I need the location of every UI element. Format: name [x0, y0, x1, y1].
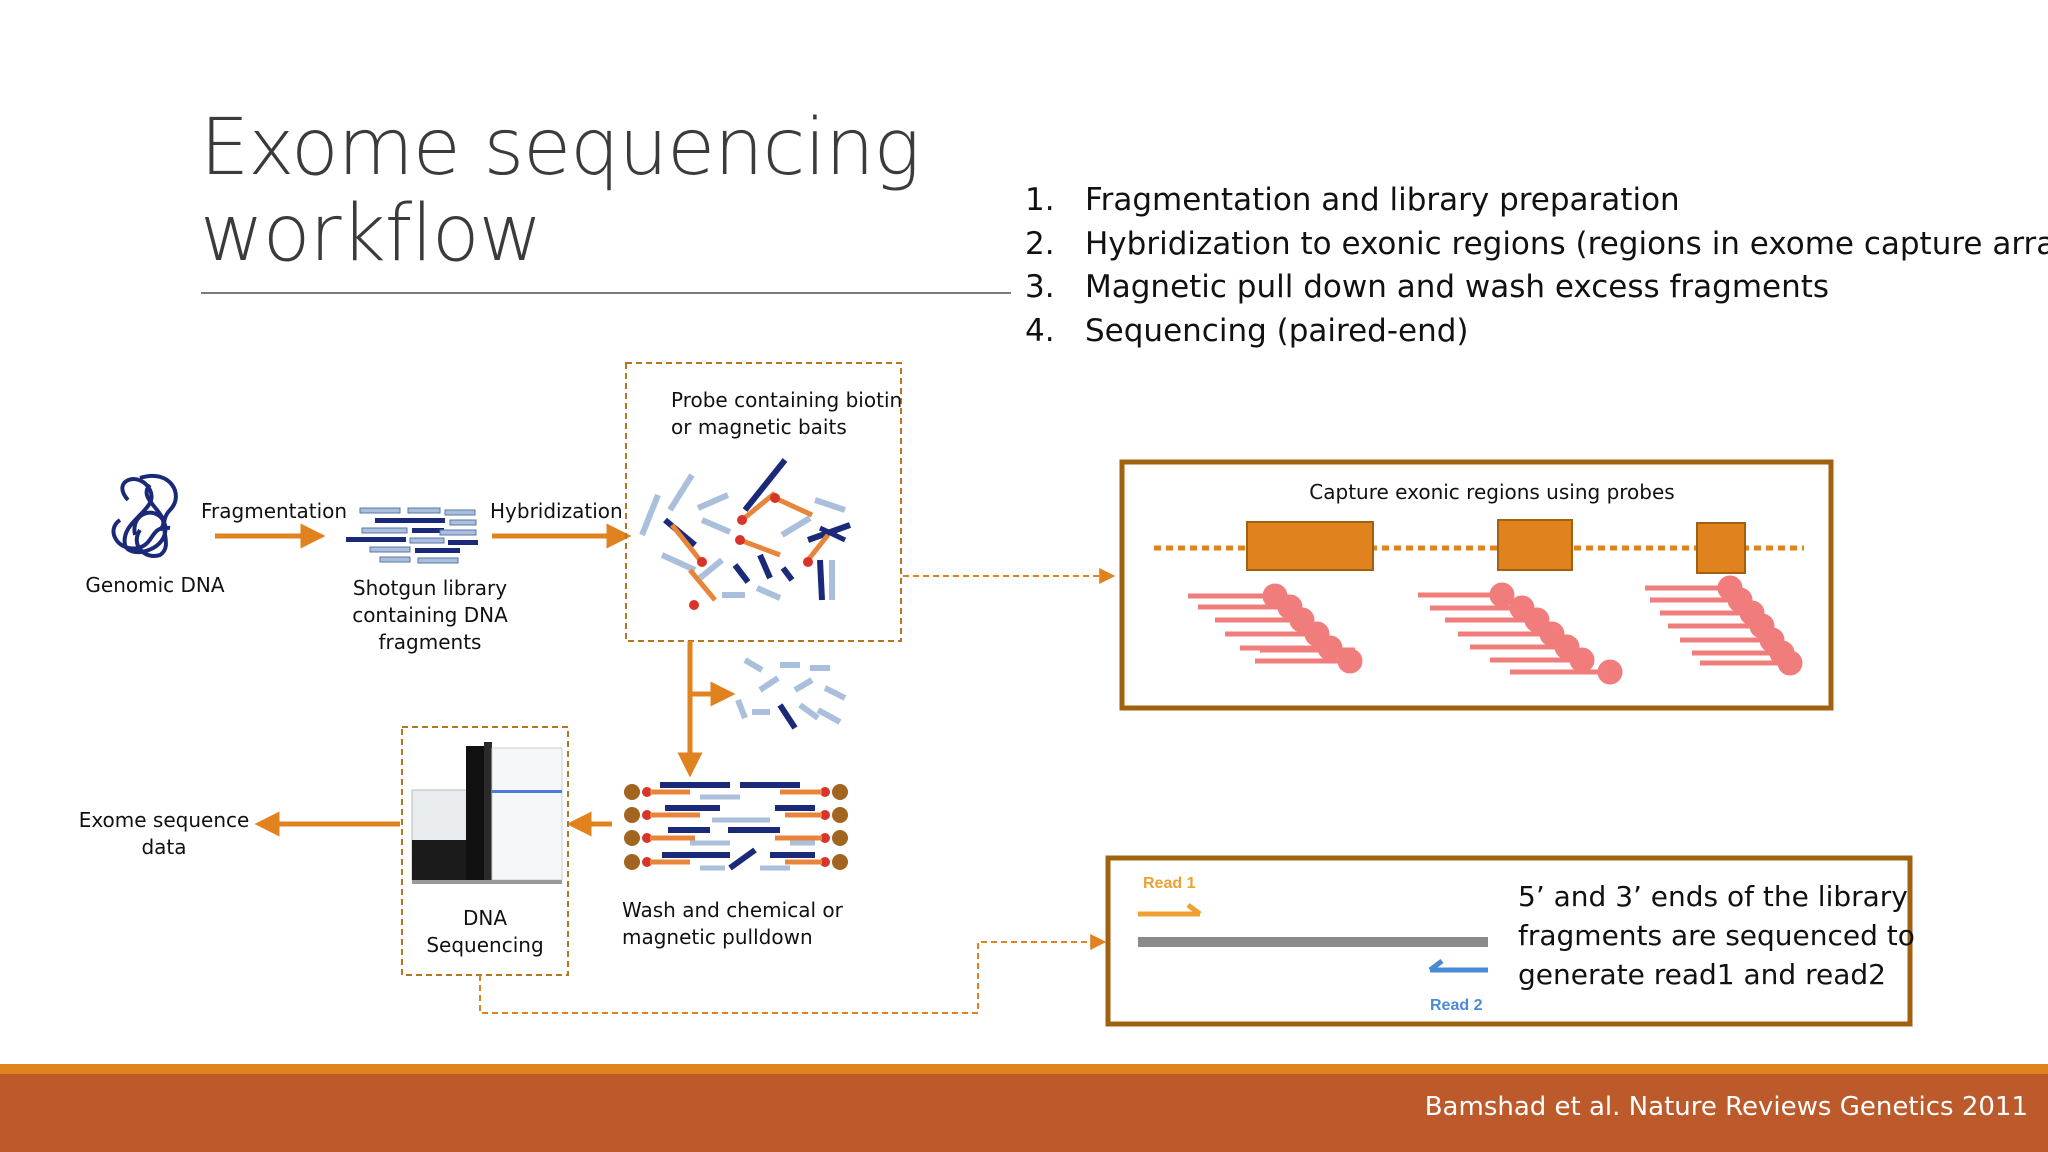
footer-bar: [0, 1074, 2048, 1152]
read2-arrow: [1428, 959, 1488, 973]
genomic-dna-label: Genomic DNA: [85, 573, 225, 597]
title-divider: [201, 292, 1011, 294]
exon-block-1: [1246, 521, 1374, 571]
sequencer-box: [401, 726, 569, 976]
probe-baits-icon: [639, 458, 852, 610]
title-line-2: workflow: [200, 189, 542, 279]
read1-arrow: [1138, 903, 1202, 917]
dna-sequencing-label: DNA Sequencing: [426, 906, 544, 957]
title-line-1: Exome sequencing: [200, 103, 920, 193]
step-2: 2.Hybridization to exonic regions (regio…: [1025, 225, 2048, 262]
dna-sequencer-icon: [411, 742, 563, 884]
slide-title: Exome sequencing workflow: [200, 103, 920, 279]
exon-block-2: [1497, 519, 1573, 571]
step-1: 1.Fragmentation and library preparation: [1025, 182, 1680, 218]
capture-title: Capture exonic regions using probes: [1309, 480, 1675, 504]
shotgun-library-fragments-icon: [346, 507, 478, 564]
exome-sequence-data-label: Exome sequence data: [78, 808, 250, 859]
excess-fragments-icon: [735, 657, 847, 730]
capture-probes-group-2: [1418, 582, 1623, 685]
capture-panel: [1119, 459, 1834, 711]
shotgun-library-label: Shotgun library containing DNA fragments: [352, 576, 508, 654]
footer-accent-line: [0, 1064, 2048, 1074]
read2-label: Read 2: [1430, 997, 1483, 1014]
wash-pulldown-label: Wash and chemical or magnetic pulldown: [622, 898, 843, 949]
step-3: 3.Magnetic pull down and wash excess fra…: [1025, 269, 1830, 305]
probe-box: [625, 362, 902, 642]
hybridization-label: Hybridization: [490, 499, 623, 523]
genomic-dna-icon: [111, 474, 178, 558]
step-4: 4.Sequencing (paired-end): [1025, 312, 1469, 349]
reads-description: 5’ and 3’ ends of the library fragments …: [1518, 880, 1915, 991]
probe-label: Probe containing biotin or magnetic bait…: [671, 388, 903, 439]
fragmentation-label: Fragmentation: [201, 499, 348, 523]
reads-connector: [479, 934, 1107, 1014]
workflow-steps-list: 1.Fragmentation and library preparation …: [1025, 182, 2048, 356]
read1-label: Read 1: [1143, 875, 1196, 892]
citation: Bamshad et al. Nature Reviews Genetics 2…: [1424, 1092, 2028, 1122]
capture-probes-group-3: [1645, 575, 1803, 676]
exon-block-3: [1696, 522, 1746, 574]
magnetic-pulldown-icon: [624, 782, 848, 871]
capture-probes-group-1: [1188, 583, 1363, 674]
